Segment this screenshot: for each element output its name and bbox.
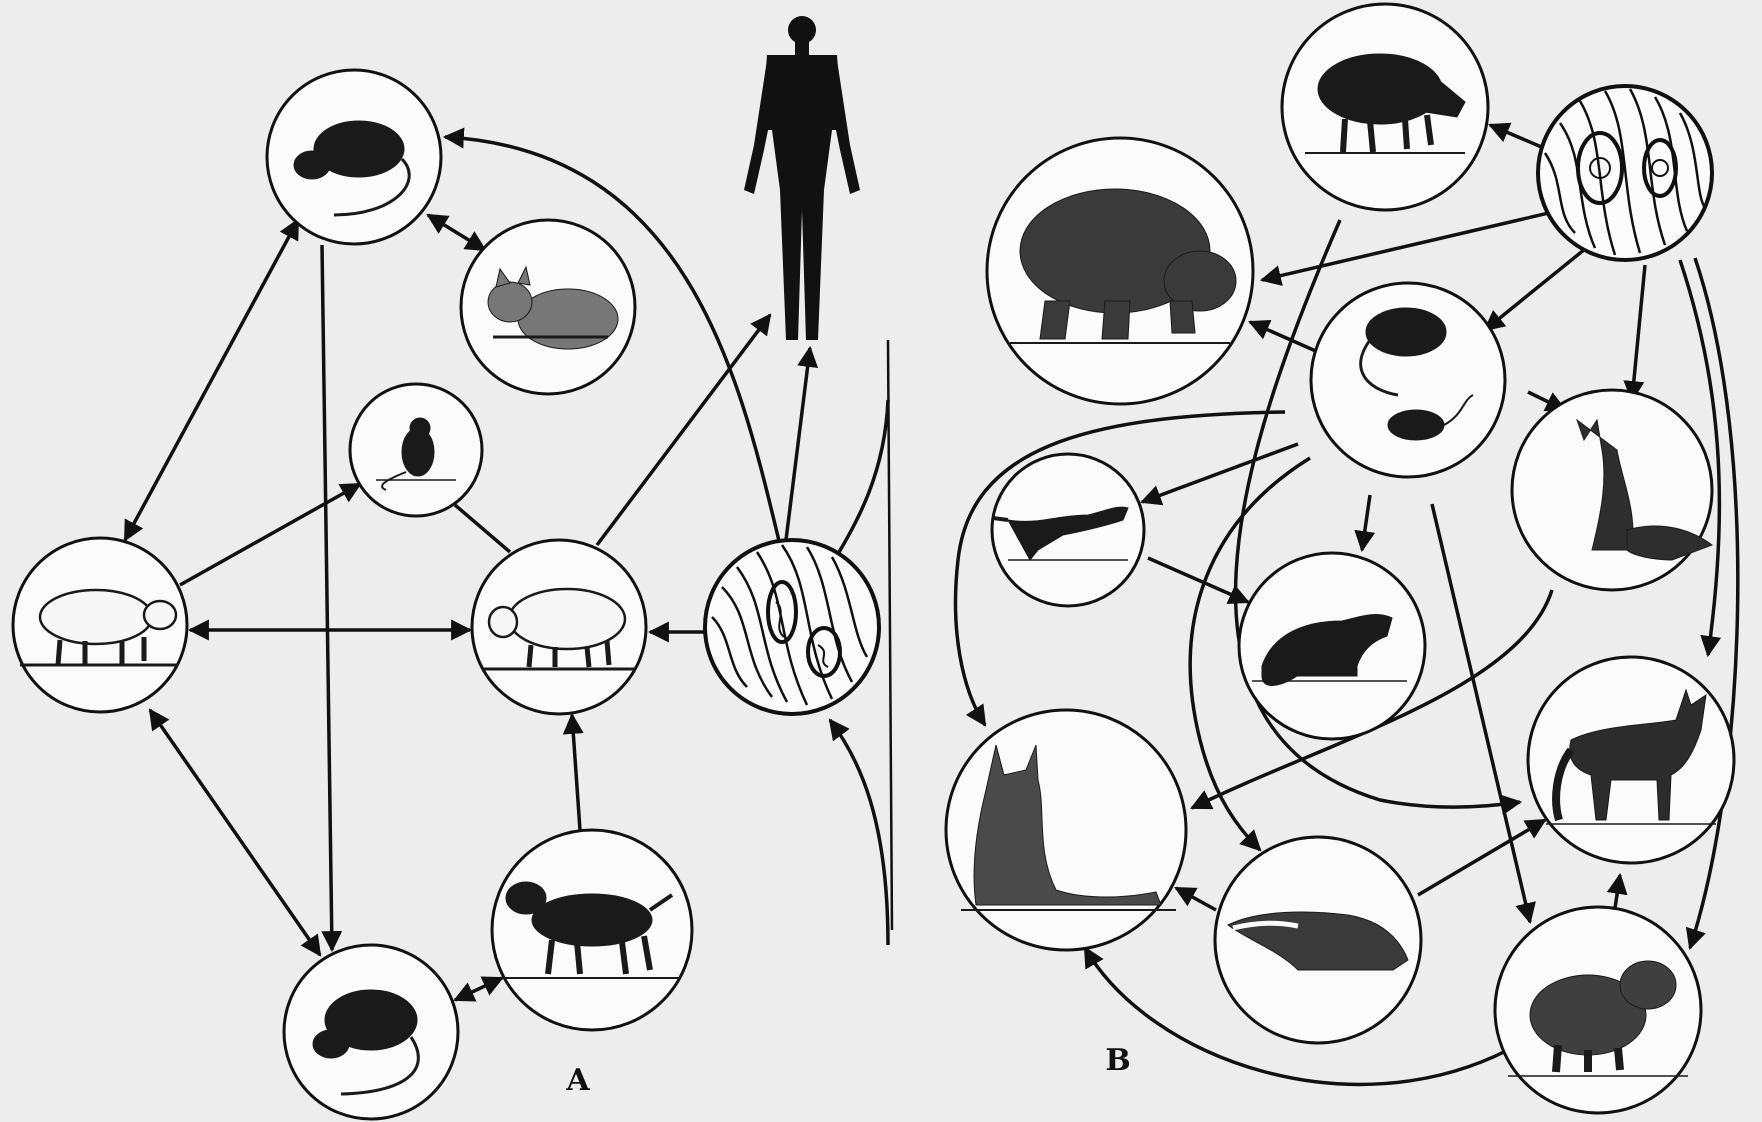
human-icon [744, 16, 860, 340]
edge-rodents-weasel [1142, 444, 1298, 502]
edge-trich-rodents [1485, 245, 1590, 330]
edge-badger-lynx [1176, 888, 1216, 910]
edge-trichinella-human [786, 348, 810, 540]
node-rodents [1311, 283, 1505, 477]
node-trichinella-b [1538, 86, 1712, 260]
edge-dog-pig-center [572, 715, 580, 830]
edge-weasel-marten [1148, 558, 1248, 602]
node-pig-center [472, 540, 646, 714]
panel-divider [888, 340, 892, 930]
edge-pig-left-rat-top [125, 220, 298, 540]
edge-trich-fox [1632, 265, 1645, 400]
node-marten [1239, 553, 1425, 739]
node-rat-bottom [284, 945, 458, 1119]
edge-raccoon-wolf [1615, 875, 1620, 908]
node-wild-boar [1282, 4, 1488, 210]
edge-rodents-bear [1250, 322, 1318, 352]
edge-rat-bottom-dog [455, 978, 502, 1000]
panel-label-a: A [565, 1063, 590, 1098]
node-trichinella-a [705, 540, 879, 714]
node-raccoon-dog [1495, 907, 1701, 1113]
node-wolf [1528, 657, 1734, 863]
edge-pig-left-mouse [180, 484, 360, 585]
edge-trich-bear [1262, 208, 1570, 280]
edge-rat-top-cat [428, 215, 485, 250]
panel-label-b: B [1105, 1043, 1130, 1078]
edge-rodents-marten [1362, 495, 1370, 550]
node-mouse [350, 384, 482, 516]
edge-badger-wolf [1418, 820, 1545, 895]
edge-pig-left-rat-bottom [150, 710, 320, 955]
edge-incoming-bottom [830, 720, 888, 945]
node-lynx [946, 710, 1186, 950]
node-dog [492, 830, 692, 1030]
node-rat-top [267, 70, 441, 244]
node-badger [1215, 837, 1421, 1043]
node-weasel [992, 454, 1144, 606]
edge-incoming-top [828, 400, 888, 570]
edge-rat-top-rat-bottom [322, 245, 332, 950]
node-fox [1512, 390, 1712, 590]
node-bear [987, 138, 1253, 404]
edge-mouse-pig-center [455, 505, 510, 552]
node-pig-left [13, 538, 187, 712]
node-cat [461, 220, 635, 394]
